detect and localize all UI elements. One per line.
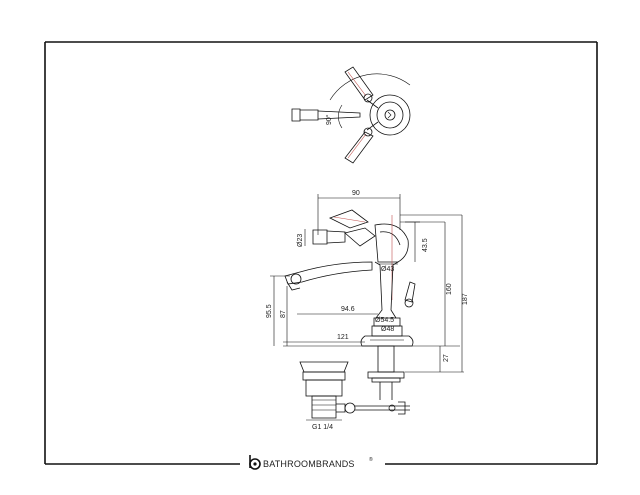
top-body-outer <box>369 94 411 136</box>
dim-head-dia: Ø43 <box>381 266 394 273</box>
side-body <box>360 261 416 347</box>
waste-cap <box>299 361 349 373</box>
dim-spout-height: 95.5 <box>266 275 290 346</box>
side-handle <box>312 209 376 247</box>
side-spout <box>284 261 373 291</box>
top-spout <box>300 109 319 121</box>
dim-body-height: 160 <box>400 221 453 346</box>
waste-pivot <box>336 403 346 413</box>
brand-mark-icon <box>249 455 261 470</box>
svg-text:95.5: 95.5 <box>266 304 273 318</box>
dim-body-dia-top: Ø54.5 <box>375 317 394 324</box>
dim-waste-thread: G1 1/4 <box>312 424 333 431</box>
waste-body <box>305 379 343 397</box>
dim-spout-reach: 90 <box>317 190 401 235</box>
top-spout-tip <box>291 108 301 122</box>
top-upper-handle <box>344 66 379 109</box>
dim-shank-length: 27 <box>405 346 464 373</box>
top-body-inner <box>376 101 404 129</box>
svg-text:90: 90 <box>352 190 360 197</box>
svg-text:121: 121 <box>337 334 349 341</box>
svg-text:187: 187 <box>462 293 469 305</box>
swing-arc <box>329 73 411 101</box>
brand-registered-mark: ® <box>369 456 373 463</box>
svg-text:94.6: 94.6 <box>341 306 355 313</box>
side-shank <box>367 345 405 400</box>
side-view: 90 Ø23 43.5 Ø43 <box>266 190 469 400</box>
dim-outlet-reach: 94.6 <box>297 306 378 315</box>
dim-outlet-height: 87 <box>280 286 288 346</box>
brand-name: BATHROOMBRANDS <box>263 459 355 469</box>
svg-text:27: 27 <box>443 354 450 362</box>
top-lower-handle <box>344 121 379 164</box>
brand-logo: BATHROOMBRANDS ® <box>249 455 373 470</box>
drawing-frame <box>44 41 598 465</box>
waste-tail <box>311 395 337 419</box>
top-view: 90° <box>291 66 411 164</box>
svg-text:43.5: 43.5 <box>422 238 429 252</box>
top-body-center <box>384 109 396 121</box>
angle-arc <box>338 104 343 129</box>
svg-text:87: 87 <box>280 310 287 318</box>
waste-flange <box>302 371 346 381</box>
dim-base-reach: 121 <box>283 334 365 343</box>
angle-label: 90° <box>325 114 333 125</box>
svg-text:160: 160 <box>446 283 453 295</box>
dim-base-dia: Ø48 <box>381 326 394 333</box>
dim-handle-dia: Ø23 <box>297 234 304 247</box>
waste-assembly: G1 1/4 <box>299 361 410 431</box>
top-arrow <box>387 111 392 119</box>
dim-overall-height: 187 <box>400 214 469 372</box>
